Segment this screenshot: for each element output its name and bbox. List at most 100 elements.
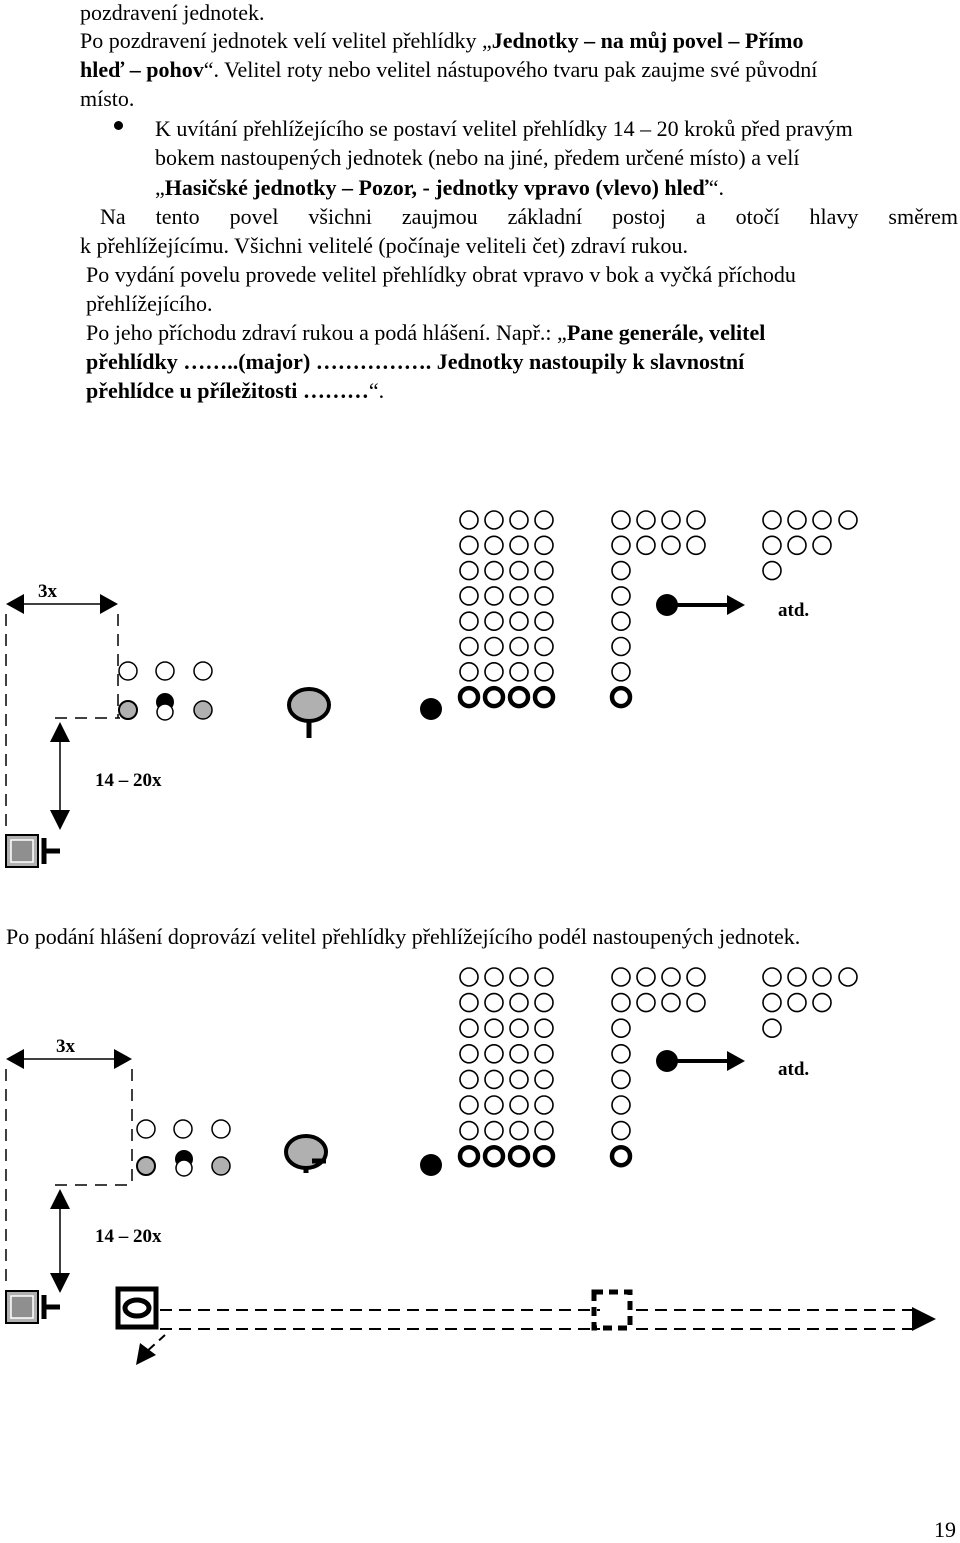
member-icon xyxy=(484,611,504,631)
unit-commander-icon xyxy=(420,698,442,720)
member-icon xyxy=(484,1018,504,1038)
member-icon xyxy=(534,1095,554,1115)
word: hlavy xyxy=(809,204,859,229)
officer-icon xyxy=(136,1119,156,1139)
officer-grey-icon xyxy=(211,1156,231,1176)
member-icon xyxy=(686,992,706,1013)
text-line-11: přehlížejícího. xyxy=(86,291,213,316)
member-icon xyxy=(611,1018,631,1038)
text-line-3b: “. Velitel roty nebo velitel nástupového… xyxy=(203,57,818,82)
escort-dashed-icon xyxy=(591,1289,633,1331)
member-icon xyxy=(611,636,631,657)
member-icon xyxy=(534,1120,554,1141)
text-line-7a: „ xyxy=(155,175,165,200)
word: tento xyxy=(155,204,200,229)
member-icon xyxy=(661,510,681,530)
unit-formations xyxy=(457,510,858,709)
command-direct-look: Jednotky – na můj povel – Přímo xyxy=(491,28,804,53)
formation-diagram-1: 3x 14 – 20x atd. xyxy=(5,510,858,868)
member-icon xyxy=(459,1069,479,1090)
member-icon xyxy=(484,1069,504,1090)
arrow-right-icon xyxy=(727,1051,745,1071)
word: povel xyxy=(229,204,279,229)
steps-label: 3x xyxy=(38,581,58,602)
member-icon xyxy=(509,560,529,581)
text-line-12: Po jeho příchodu zdraví rukou a podá hlá… xyxy=(86,320,765,346)
member-icon xyxy=(812,510,832,530)
steps-label: 3x xyxy=(56,1036,76,1057)
member-icon xyxy=(509,510,529,530)
arrow-down-icon xyxy=(50,1273,70,1293)
arrow-right-icon xyxy=(114,1049,132,1069)
member-icon xyxy=(762,510,782,530)
text-line-7c: “. xyxy=(708,175,724,200)
arrow-up-icon xyxy=(50,1189,70,1209)
member-icon xyxy=(459,1095,479,1115)
member-icon xyxy=(459,560,479,581)
member-icon xyxy=(686,510,706,530)
member-icon xyxy=(787,992,807,1013)
text-line-3: hleď – pohov“. Velitel roty nebo velitel… xyxy=(80,57,817,83)
front-member-icon xyxy=(482,685,506,709)
member-icon xyxy=(534,662,554,682)
text-line-10: Po vydání povelu provede velitel přehlíd… xyxy=(86,262,796,287)
parade-commander-icon xyxy=(656,1050,678,1072)
member-icon xyxy=(611,1095,631,1115)
command-attention: Hasičské jednotky – Pozor, - jednotky vp… xyxy=(164,175,709,200)
member-icon xyxy=(636,535,656,556)
member-icon xyxy=(661,992,681,1013)
text-line-6: bokem nastoupených jednotek (nebo na jin… xyxy=(155,145,800,170)
unit-commander-icon xyxy=(420,1154,442,1176)
member-icon xyxy=(534,992,554,1013)
officer-icon xyxy=(118,661,138,681)
member-icon xyxy=(509,662,529,682)
officer-grey-icon xyxy=(193,700,213,720)
text-line-1: pozdravení jednotek. xyxy=(80,0,265,25)
front-member-icon xyxy=(532,685,556,709)
member-icon xyxy=(534,560,554,581)
front-member-icon xyxy=(609,685,633,709)
member-icon xyxy=(509,535,529,556)
front-member-icon xyxy=(532,1144,556,1168)
member-icon xyxy=(611,611,631,631)
text-line-5: K uvítání přehlížejícího se postaví veli… xyxy=(155,116,853,141)
member-icon xyxy=(686,535,706,556)
distance-label: 14 – 20x xyxy=(95,770,162,791)
member-icon xyxy=(534,1018,554,1038)
member-icon xyxy=(636,967,656,987)
member-icon xyxy=(661,967,681,987)
member-icon xyxy=(509,992,529,1013)
member-icon xyxy=(484,1095,504,1115)
member-icon xyxy=(611,1044,631,1064)
member-icon xyxy=(484,510,504,530)
member-icon xyxy=(534,1044,554,1064)
arrow-down-left-icon xyxy=(136,1343,156,1365)
mid-paragraph: Po podání hlášení doprovází velitel přeh… xyxy=(6,924,801,949)
member-icon xyxy=(484,535,504,556)
member-icon xyxy=(611,560,631,581)
member-icon xyxy=(459,992,479,1013)
word: zaujmou xyxy=(401,204,478,229)
member-icon xyxy=(534,636,554,657)
member-icon xyxy=(611,586,631,606)
member-icon xyxy=(611,535,631,556)
member-icon xyxy=(611,662,631,682)
member-icon xyxy=(686,967,706,987)
text-line-14: přehlídce u příležitosti ………“. xyxy=(86,378,384,404)
text-line-13: přehlídky ……..(major) ……………. Jednotky na… xyxy=(86,349,744,375)
member-icon xyxy=(838,967,858,987)
member-icon xyxy=(636,510,656,530)
member-icon xyxy=(611,1120,631,1141)
word: a xyxy=(695,204,706,229)
arrow-right-icon xyxy=(727,595,745,615)
member-icon xyxy=(762,560,782,581)
text-line-9: k přehlížejícímu. Všichni velitelé (počí… xyxy=(80,233,689,258)
front-member-icon xyxy=(507,685,531,709)
front-member-icon xyxy=(457,1144,481,1168)
member-icon xyxy=(762,535,782,556)
member-icon xyxy=(459,1120,479,1141)
member-icon xyxy=(762,1018,782,1038)
member-icon xyxy=(484,662,504,682)
member-icon xyxy=(459,636,479,657)
member-icon xyxy=(459,1018,479,1038)
